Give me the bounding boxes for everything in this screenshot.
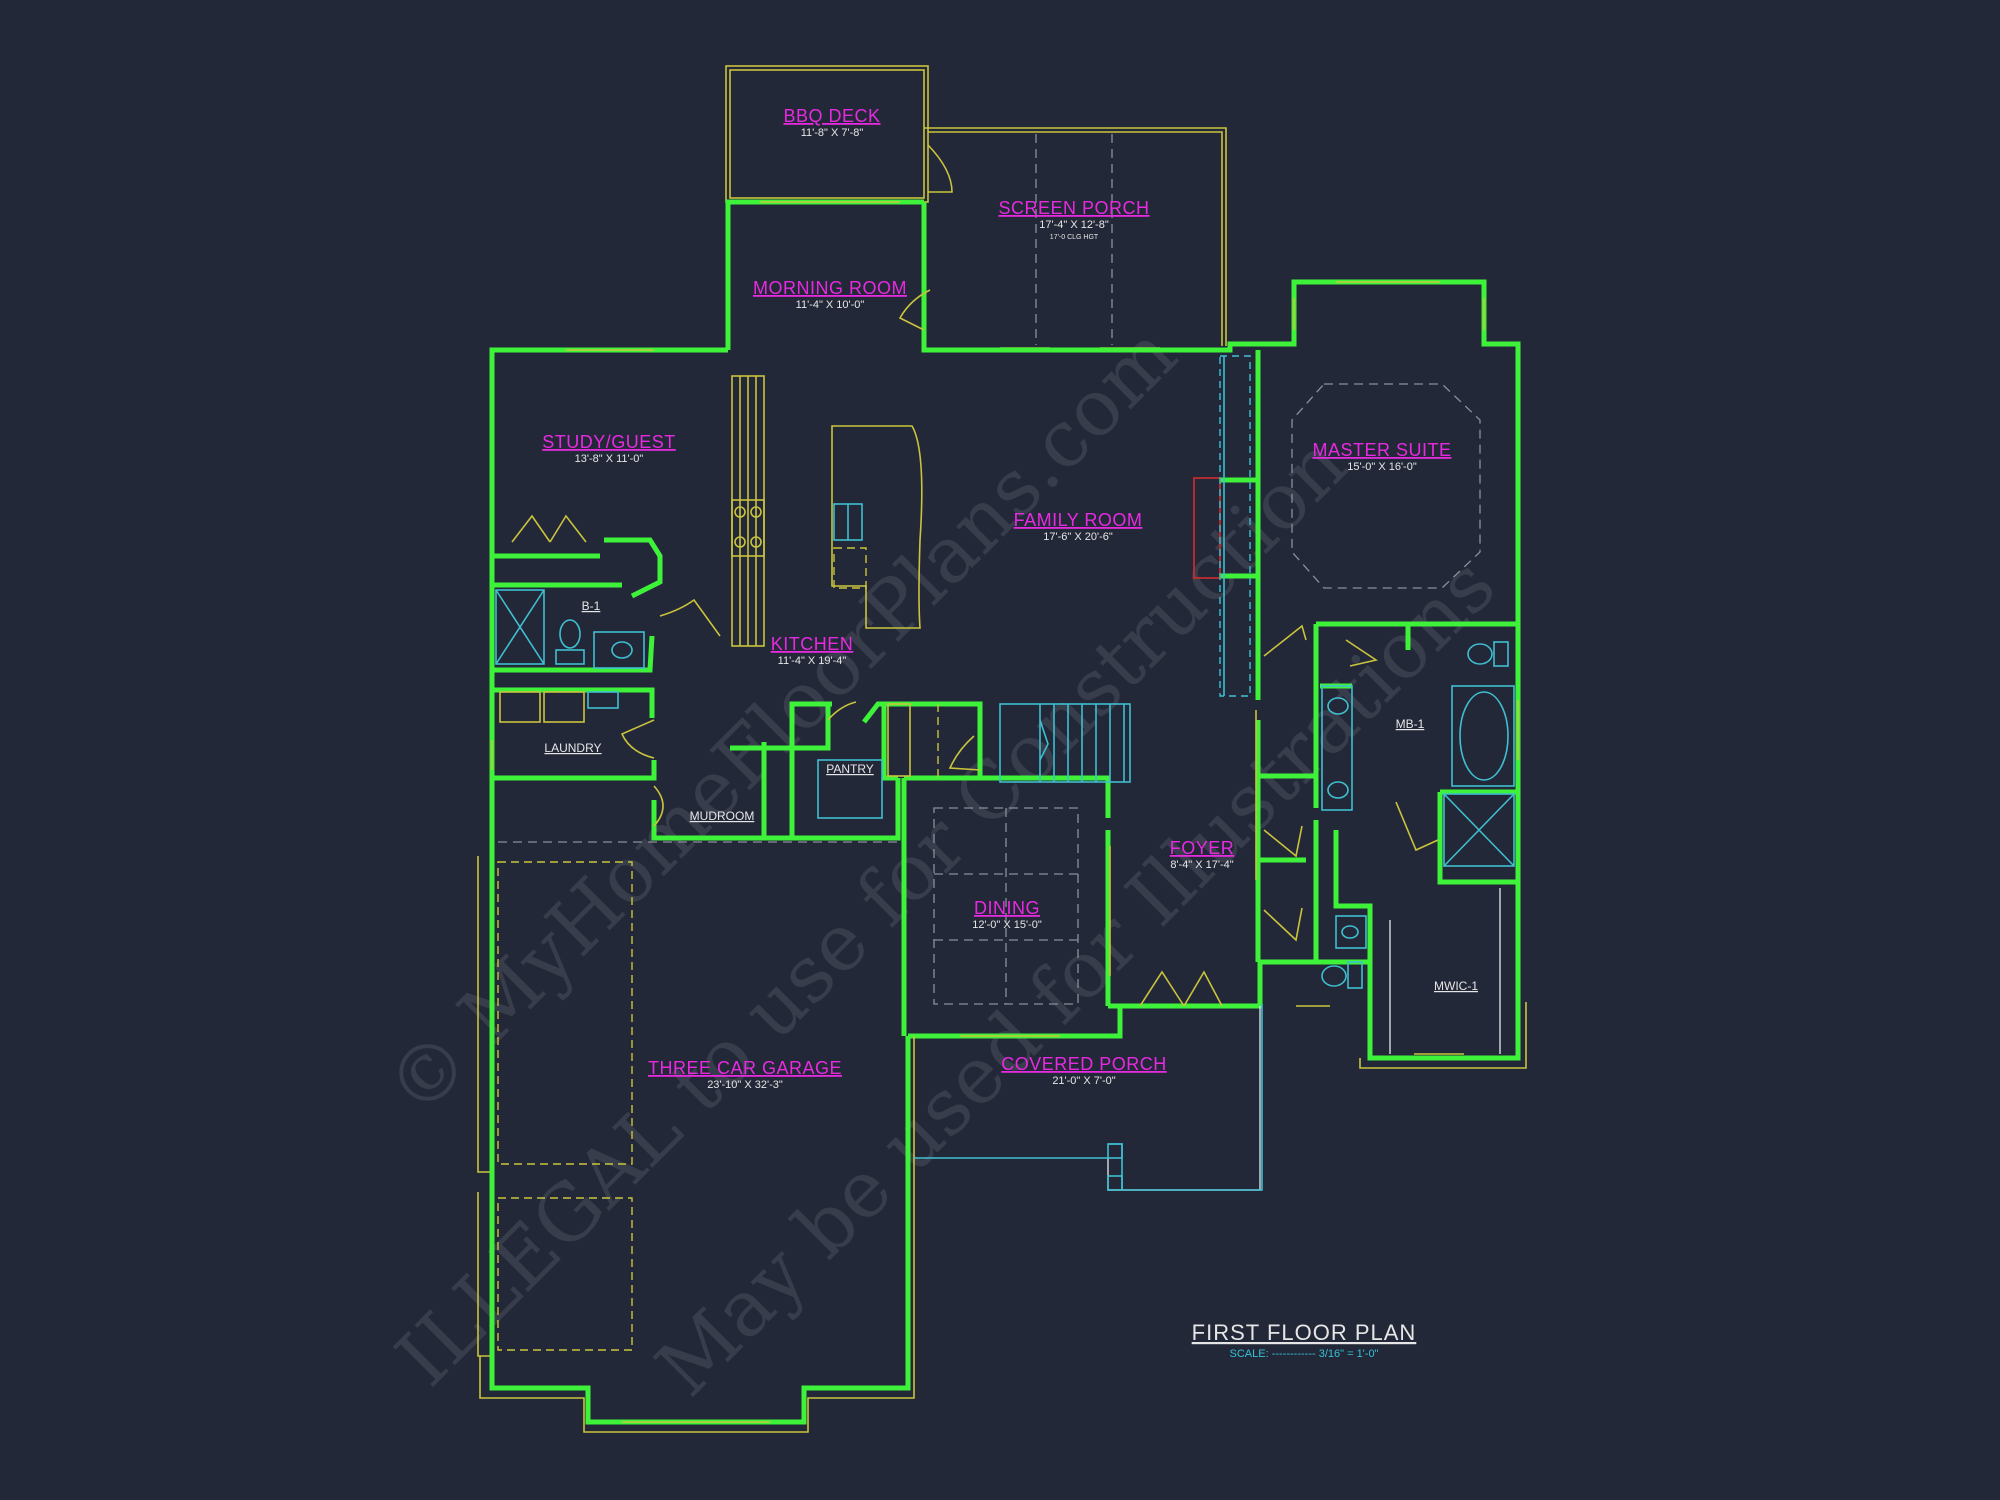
windows bbox=[491, 201, 1519, 1423]
plan-scale: SCALE: ------------ 3/16" = 1'-0" bbox=[1230, 1348, 1379, 1360]
master-tray-ceiling bbox=[1291, 383, 1481, 589]
room-labels: BBQ DECK 11'-8" X 7'-8" SCREEN PORCH 17'… bbox=[542, 106, 1478, 1091]
door-swings bbox=[511, 289, 1439, 1007]
fireplace bbox=[1193, 355, 1251, 697]
dim-foyer: 8'-4" X 17'-4" bbox=[1170, 859, 1233, 871]
covered-porch-outline bbox=[914, 1004, 1263, 1191]
label-screen-porch: SCREEN PORCH bbox=[998, 198, 1149, 218]
plan-title: FIRST FLOOR PLAN bbox=[1192, 1320, 1417, 1345]
laundry-fixtures bbox=[499, 691, 619, 723]
label-covered-porch: COVERED PORCH bbox=[1001, 1054, 1167, 1074]
dim-garage: 23'-10" X 32'-3" bbox=[707, 1079, 783, 1091]
title-block: FIRST FLOOR PLAN SCALE: ------------ 3/1… bbox=[1192, 1320, 1417, 1360]
dim-kitchen: 11'-4" X 19'-4" bbox=[778, 655, 847, 667]
dim-covered-porch: 21'-0" X 7'-0" bbox=[1052, 1075, 1115, 1087]
dim-screen-porch: 17'-4" X 12'-8" bbox=[1039, 219, 1109, 231]
label-b1: B-1 bbox=[582, 599, 601, 613]
label-foyer: FOYER bbox=[1170, 838, 1235, 858]
dim-bbq-deck: 11'-8" X 7'-8" bbox=[801, 127, 864, 139]
dim-family-room: 17'-6" X 20'-6" bbox=[1043, 531, 1113, 543]
b1-fixtures bbox=[495, 589, 645, 669]
interior-walls bbox=[492, 202, 1518, 1058]
note-screen-porch: 17'-0 CLG HGT bbox=[1050, 234, 1099, 241]
dim-dining: 12'-0" X 15'-0" bbox=[972, 919, 1042, 931]
watermark: © MyHomeFloorPlans.com ILLEGAL to use fo… bbox=[370, 309, 1513, 1413]
label-mb1: MB-1 bbox=[1396, 717, 1425, 731]
label-dining: DINING bbox=[974, 898, 1040, 918]
label-laundry: LAUNDRY bbox=[544, 741, 601, 755]
label-kitchen: KITCHEN bbox=[771, 634, 854, 654]
label-study-guest: STUDY/GUEST bbox=[542, 432, 676, 452]
label-mwic1: MWIC-1 bbox=[1434, 979, 1478, 993]
dining-ceiling bbox=[933, 807, 1079, 1005]
label-garage: THREE CAR GARAGE bbox=[648, 1058, 842, 1078]
label-master-suite: MASTER SUITE bbox=[1312, 440, 1451, 460]
label-bbq-deck: BBQ DECK bbox=[783, 106, 880, 126]
dim-master-suite: 15'-0" X 16'-0" bbox=[1347, 461, 1417, 473]
garage-bays bbox=[477, 841, 915, 1433]
label-pantry: PANTRY bbox=[826, 762, 874, 776]
label-family-room: FAMILY ROOM bbox=[1014, 510, 1143, 530]
dim-study-guest: 13'-8" X 11'-0" bbox=[575, 453, 644, 465]
pantry-shelving bbox=[817, 759, 883, 819]
mb1-fixtures bbox=[1321, 641, 1527, 1069]
stair bbox=[887, 703, 1131, 783]
label-morning-room: MORNING ROOM bbox=[753, 278, 907, 298]
kitchen-casework bbox=[731, 375, 923, 647]
dim-morning-room: 11'-4" X 10'-0" bbox=[796, 299, 865, 311]
label-mudroom: MUDROOM bbox=[690, 809, 755, 823]
